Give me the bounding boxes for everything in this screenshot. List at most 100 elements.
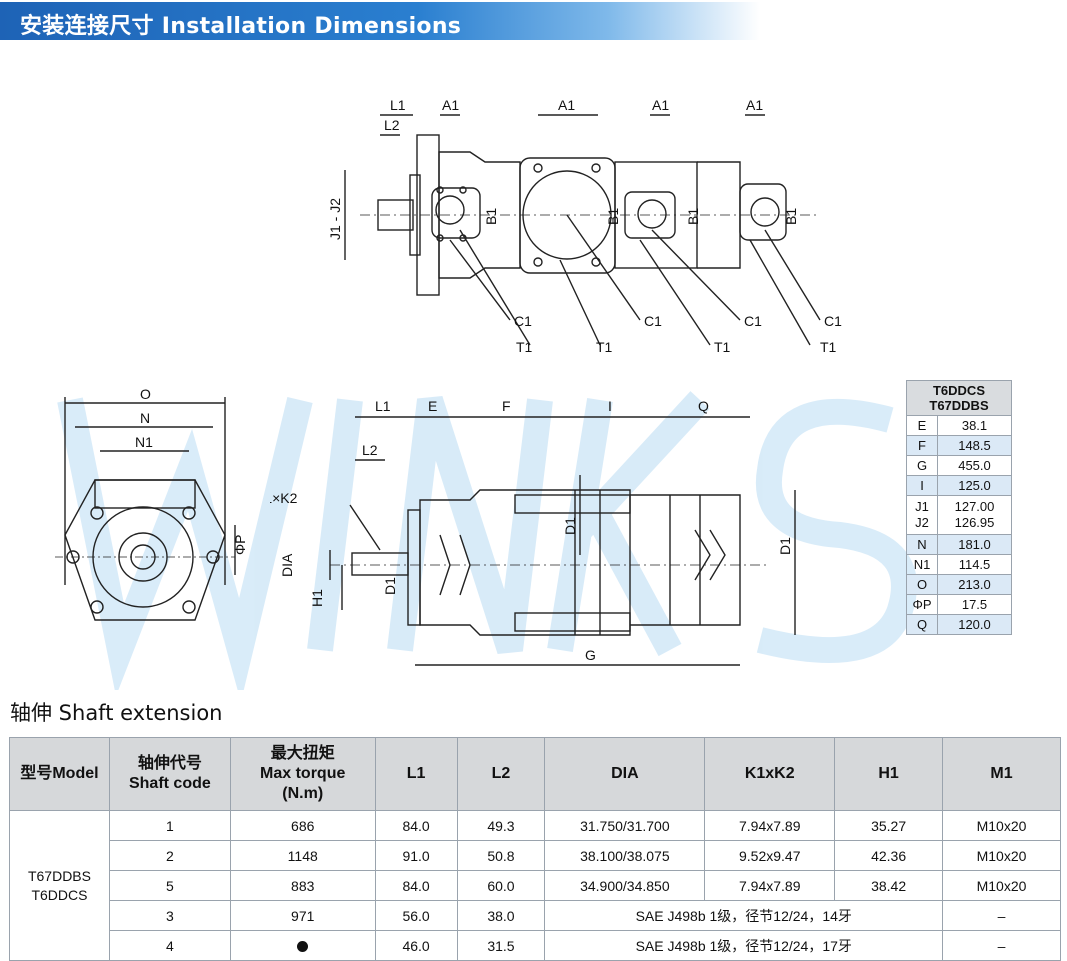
col-header-h1: H1 [834,737,944,811]
spec-value: 181.0 [937,534,1012,555]
max-torque: 1148 [229,840,376,871]
col-header-dia: DIA [544,737,706,811]
h1-value: 42.36 [834,840,944,871]
spec-value: 120.0 [937,614,1012,635]
svg-text:L2: L2 [384,117,400,133]
svg-text:B1: B1 [685,208,701,225]
spec-key: N [906,534,938,555]
spec-key: I [906,475,938,496]
col-header-k: K1xK2 [704,737,836,811]
torque-unit: (N.m) [282,785,324,802]
spec-value-j2: 126.95 [954,515,995,530]
model-name-1: T67DDBS [27,867,91,884]
spline-spec: SAE J498b 1级，径节12/24，14牙 [544,900,944,931]
svg-text:T1: T1 [516,339,533,355]
svg-text:C1: C1 [514,313,532,329]
k-value: 7.94x7.89 [704,870,836,901]
svg-text:B1: B1 [483,208,499,225]
spec-value: 455.0 [937,455,1012,476]
col-header-m1: M1 [942,737,1061,811]
l2-value: 49.3 [456,810,546,841]
svg-text:F: F [502,398,511,414]
svg-text:C1: C1 [824,313,842,329]
l2-value: 31.5 [456,930,546,961]
spec-value: 125.0 [937,475,1012,496]
svg-text:A1: A1 [558,97,575,113]
k-value: 7.94x7.89 [704,810,836,841]
l1-value: 84.0 [374,810,458,841]
spline-spec: SAE J498b 1级，径节12/24，17牙 [544,930,944,961]
shaft-extension-heading: 轴伸 Shaft extension [10,701,223,725]
svg-text:T1: T1 [596,339,613,355]
spec-key: Q [906,614,938,635]
svg-text:A1: A1 [746,97,763,113]
svg-text:B1: B1 [605,208,621,225]
table-row: 4 ● 46.0 31.5 SAE J498b 1级，径节12/24，17牙 – [10,930,1061,961]
spec-key: N1 [906,554,938,575]
dia-value: 31.750/31.700 [544,810,706,841]
svg-text:Q: Q [698,398,709,414]
m1-value: M10x20 [942,840,1061,871]
svg-text:L1: L1 [375,398,391,414]
svg-text:DIA: DIA [279,553,295,577]
max-torque: ● [229,930,376,961]
l1-value: 91.0 [374,840,458,871]
spec-value: 17.5 [937,594,1012,615]
svg-text:C1: C1 [744,313,762,329]
svg-text:D1: D1 [382,577,398,595]
spec-value: 213.0 [937,574,1012,595]
max-torque: 883 [229,870,376,901]
k-value: 9.52x9.47 [704,840,836,871]
m1-value: M10x20 [942,870,1061,901]
shaft-code: 2 [108,840,231,871]
filled-dot-icon: ● [297,941,309,953]
svg-text:D1: D1 [777,537,793,555]
svg-text:L2: L2 [362,442,378,458]
torque-en: Max torque [260,765,346,782]
svg-text:J1 - J2: J1 - J2 [327,198,343,240]
spec-key: E [906,415,938,436]
spec-key-j1: J1 [915,499,929,514]
svg-text:N: N [140,410,150,426]
col-header-l2: L2 [456,737,546,811]
col-header-model: 型号Model [9,737,110,811]
m1-value: – [942,930,1061,961]
l1-value: 56.0 [374,900,458,931]
svg-text:T1: T1 [820,339,837,355]
spec-header-line1: T6DDCS [932,383,985,398]
spec-value: 38.1 [937,415,1012,436]
spec-value-j1: 127.00 [954,499,995,514]
svg-text:B1: B1 [783,208,799,225]
l2-value: 60.0 [456,870,546,901]
section-banner: 安装连接尺寸 Installation Dimensions [0,2,760,40]
max-torque: 686 [229,810,376,841]
l2-value: 38.0 [456,900,546,931]
top-view-drawing: L1 L2 A1 A1 A1 A1 J1 - J2 B1 B1 B1 B1 C1… [320,90,860,360]
svg-text:T1: T1 [714,339,731,355]
table-row: 3 971 56.0 38.0 SAE J498b 1级，径节12/24，14牙… [10,900,1061,931]
svg-text:ΦP: ΦP [232,534,248,555]
svg-text:I: I [608,398,612,414]
h1-value: 35.27 [834,810,944,841]
spec-value: 114.5 [937,554,1012,575]
l1-value: 84.0 [374,870,458,901]
spec-key-j2: J2 [915,515,929,530]
m1-value: – [942,900,1061,931]
section-title: 安装连接尺寸 Installation Dimensions [20,14,462,39]
table-row: 5 883 84.0 60.0 34.900/34.850 7.94x7.89 … [10,870,1061,901]
spec-key: O [906,574,938,595]
end-view-drawing: O N N1 ΦP [55,385,255,655]
shaft-code: 4 [108,930,231,961]
